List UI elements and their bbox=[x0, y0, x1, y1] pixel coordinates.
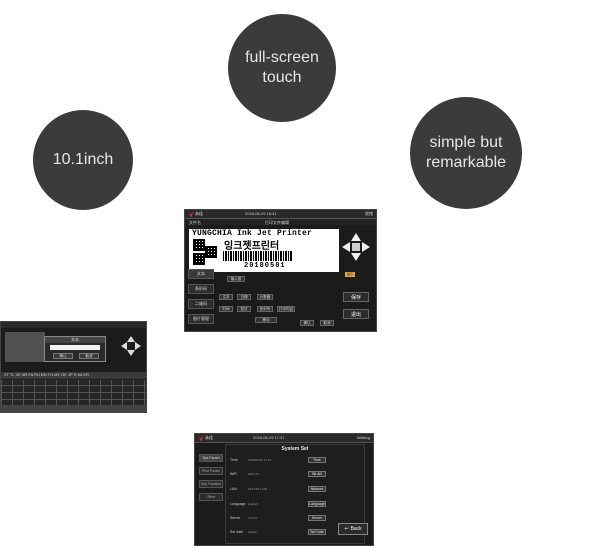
side-button-image[interactable]: 图片管理 bbox=[188, 314, 214, 324]
row-lan-value: 192.168.1.100 bbox=[248, 487, 268, 491]
back-arrow-icon: ↩ bbox=[344, 526, 349, 532]
row-server-label: Server bbox=[230, 516, 241, 520]
side-button-barcode[interactable]: 条形码 bbox=[188, 284, 214, 294]
hint-badge: 提示 bbox=[345, 272, 355, 277]
title-bar: 文件名 打印文件编辑 bbox=[185, 219, 376, 225]
confirm-button[interactable]: 确认 bbox=[300, 320, 314, 326]
dialog-input[interactable] bbox=[50, 345, 100, 350]
arrow-right-icon[interactable] bbox=[362, 242, 370, 252]
exit-button[interactable]: 退出 bbox=[343, 309, 369, 319]
top-bar: 永佳 2018-06-29 16:41 就绪 bbox=[185, 210, 376, 219]
network-button[interactable]: Network bbox=[308, 486, 326, 492]
dialog-title: 文本 bbox=[45, 337, 105, 343]
tool-date-button[interactable]: 日期 bbox=[237, 294, 251, 300]
feature-design-label: simple but remarkable bbox=[425, 134, 507, 171]
language-button[interactable]: Language bbox=[308, 501, 326, 507]
dialog-ok-button[interactable]: 确认 bbox=[53, 353, 73, 359]
language-list: ZT TL VE AR FA RU BN TH MY GE JP R ## KR bbox=[4, 372, 89, 377]
cancel-button[interactable]: 取消 bbox=[320, 320, 334, 326]
tool-text-button[interactable]: 文本 bbox=[219, 294, 233, 300]
keyboard-footer[interactable] bbox=[1, 405, 146, 412]
tool-shift-button[interactable]: 班次 bbox=[237, 306, 251, 312]
tool-serial-button[interactable]: 序列号 bbox=[257, 306, 273, 312]
tool-counter-button[interactable]: 计数器 bbox=[257, 294, 273, 300]
keyboard-screenshot: 文本 确认 取消 ZT TL VE AR FA RU BN TH MY GE J… bbox=[0, 321, 147, 413]
side-button-text[interactable]: 文本 bbox=[188, 269, 214, 279]
row-time-value: 2018/06/29 17:37 bbox=[248, 458, 272, 462]
move-button[interactable]: 移动 bbox=[255, 317, 277, 323]
page-title: 打印文件编辑 bbox=[265, 220, 289, 225]
back-button[interactable]: ↩Back bbox=[338, 523, 368, 535]
system-set-screenshot: 永佳 2018-06-29 17:37 Waiting Sys Param Pr… bbox=[194, 433, 374, 546]
save-button[interactable]: 保存 bbox=[343, 292, 369, 302]
brand-logo: 永佳 bbox=[198, 435, 214, 441]
input-box[interactable]: 输入框 bbox=[227, 276, 245, 282]
feature-touch-circle: full-screen touch bbox=[228, 14, 336, 122]
feature-size-label: 10.1inch bbox=[52, 151, 114, 168]
set-date-button[interactable]: Set Date bbox=[308, 529, 326, 535]
sys-top-bar: 永佳 2018-06-29 17:37 Waiting bbox=[195, 434, 373, 443]
sys-side-other[interactable]: Other bbox=[199, 493, 223, 501]
preview-date: 20180501 bbox=[244, 262, 286, 270]
wlan-button[interactable]: WLAN bbox=[308, 471, 326, 477]
feature-size-circle: 10.1inch bbox=[33, 110, 133, 210]
arrow-left-icon[interactable] bbox=[121, 342, 127, 350]
file-crumb: 文件名 bbox=[189, 220, 201, 225]
print-edit-screenshot: 永佳 2018-06-29 16:41 就绪 文件名 打印文件编辑 YUNGCH… bbox=[184, 209, 377, 332]
feature-touch-label: full-screen touch bbox=[245, 49, 319, 86]
preview-line-2: 잉크젯프린터 bbox=[224, 241, 280, 252]
clock: 2018-06-29 16:41 bbox=[245, 211, 277, 216]
qr-code-icon bbox=[205, 246, 217, 258]
sys-side-print[interactable]: Print Param bbox=[199, 467, 223, 475]
preview-line-1: YUNGCHIA Ink Jet Printer bbox=[192, 229, 313, 238]
dialog-cancel-button[interactable]: 取消 bbox=[79, 353, 99, 359]
direction-pad[interactable] bbox=[342, 233, 370, 261]
row-wifi-label: WiFi bbox=[230, 472, 237, 476]
barcode bbox=[223, 251, 293, 261]
arrow-right-icon[interactable] bbox=[135, 342, 141, 350]
server-button[interactable]: Server bbox=[308, 515, 326, 521]
qr-code-icon bbox=[193, 253, 205, 265]
arrow-left-icon[interactable] bbox=[342, 242, 350, 252]
kb-top-bar bbox=[1, 322, 146, 328]
tool-content-button[interactable]: 打印内容 bbox=[277, 306, 295, 312]
row-language-label: Language bbox=[230, 502, 246, 506]
feature-design-circle: simple but remarkable bbox=[410, 97, 522, 209]
time-button[interactable]: Time bbox=[308, 457, 326, 463]
arrow-down-icon[interactable] bbox=[127, 350, 135, 356]
arrow-up-icon[interactable] bbox=[127, 336, 135, 342]
row-server-value: 0.0.0.0 bbox=[248, 516, 258, 520]
back-label: Back bbox=[350, 526, 362, 532]
kb-preview bbox=[5, 332, 45, 362]
system-set-title: System Set bbox=[281, 446, 309, 452]
sys-side-param[interactable]: Sys Param bbox=[199, 454, 223, 462]
sys-status: Waiting bbox=[356, 435, 370, 440]
row-setdate-label: Set date bbox=[230, 530, 244, 534]
row-wifi-value: WiFi-CN bbox=[248, 472, 260, 476]
kb-direction-pad[interactable] bbox=[121, 336, 141, 356]
row-lan-label: LAN bbox=[230, 487, 237, 491]
qr-code-icon bbox=[193, 239, 205, 251]
tool-time-button[interactable]: 时间 bbox=[219, 306, 233, 312]
sys-side-function[interactable]: Sys Function bbox=[199, 480, 223, 488]
sys-clock: 2018-06-29 17:37 bbox=[253, 435, 285, 440]
row-language-value: English bbox=[248, 502, 258, 506]
arrow-down-icon[interactable] bbox=[351, 253, 361, 261]
language-row[interactable]: ZT TL VE AR FA RU BN TH MY GE JP R ## KR bbox=[1, 372, 146, 379]
print-preview[interactable]: YUNGCHIA Ink Jet Printer 잉크젯프린터 20180501 bbox=[189, 229, 339, 272]
dpad-center[interactable] bbox=[352, 243, 360, 251]
brand-logo: 永佳 bbox=[188, 211, 204, 217]
side-button-qrcode[interactable]: 二维码 bbox=[188, 299, 214, 309]
status-text: 就绪 bbox=[365, 211, 373, 216]
text-input-dialog: 文本 确认 取消 bbox=[44, 336, 106, 362]
row-time-label: Time bbox=[230, 458, 238, 462]
row-setdate-value: Switch bbox=[248, 530, 257, 534]
arrow-up-icon[interactable] bbox=[351, 233, 361, 241]
